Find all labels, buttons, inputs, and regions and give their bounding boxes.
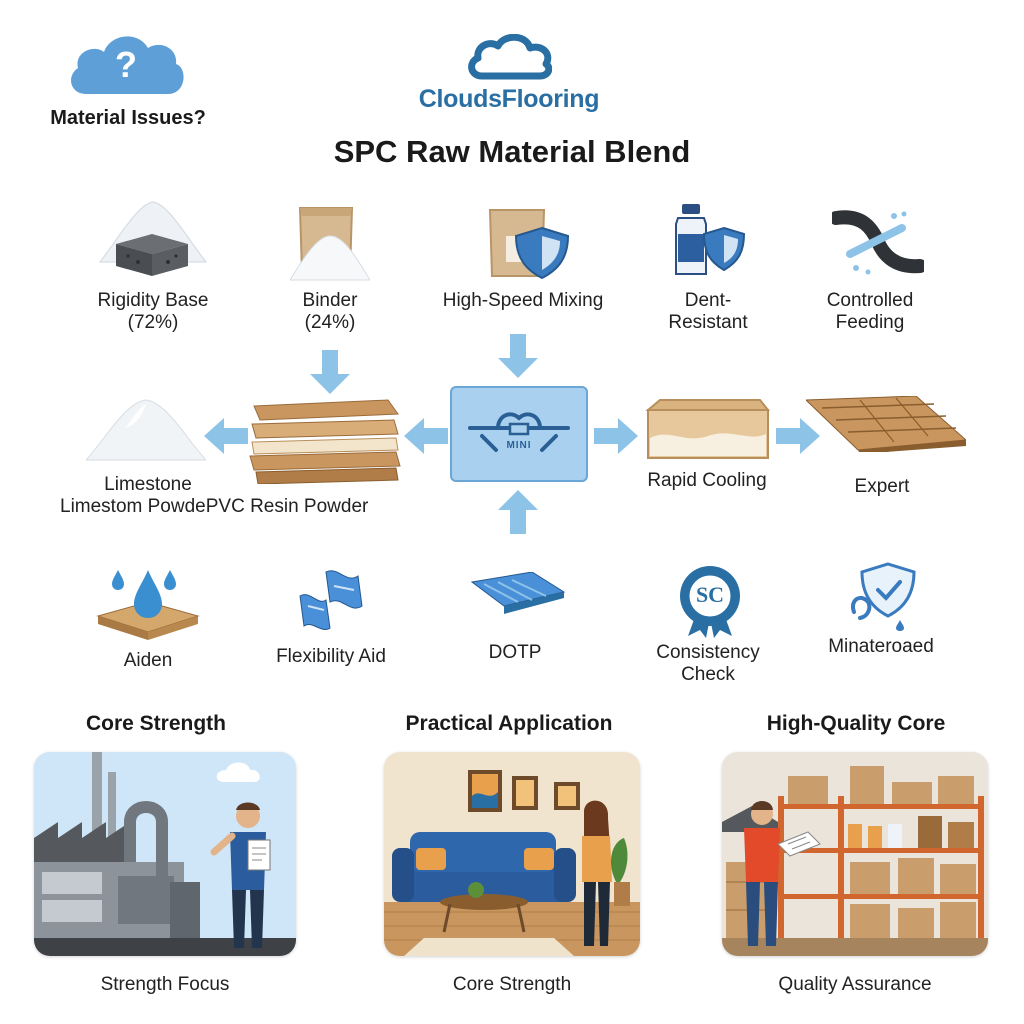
feeding-label-line2: Feeding [835,311,905,333]
consistency-check-label: Consistency Check [636,642,780,686]
consistency-check-label-line1: Consistency [656,642,760,663]
rigidity-base-label-line2: (72%) [127,311,179,333]
help-label[interactable]: Material Issues? [50,107,206,129]
feeding-pipe-icon [832,208,924,278]
limestone-powder-pile-icon [86,398,206,462]
page-title: SPC Raw Material Blend [333,134,691,169]
arrow-right-cooling [594,418,638,454]
arrow-up-mixer [498,490,538,534]
limestone-label-line1: Limestone [104,474,192,495]
rigidity-base-icon [98,200,208,280]
panel-heading-high-quality-core: High-Quality Core [766,712,946,735]
factory-illustration [34,752,296,956]
mixing-bag-shield-icon [486,206,572,280]
spc-layers-icon [248,398,402,484]
panel-caption-quality-assurance: Quality Assurance [778,974,932,995]
cooling-tray-icon [644,398,772,460]
shield-check-drop-icon [846,562,922,632]
cooling-label: Rapid Cooling [647,470,767,491]
panel-caption-strength-focus: Strength Focus [100,974,230,995]
consistency-check-badge-icon: SC [674,564,746,638]
binder-label: Binder (24%) [262,290,398,334]
mixer-machine[interactable]: MINI [450,386,588,482]
help-glyph: ? [115,44,137,85]
living-room-illustration [384,752,640,956]
flexibility-sheets-icon [296,566,366,638]
panel-caption-core-strength: Core Strength [452,974,572,995]
minateroaed-label: Minateroaed [828,636,934,657]
binder-label-line2: (24%) [304,311,356,333]
flexibility-aid-label: Flexibility Aid [276,646,386,667]
limestone-label: Limestone Limestom PowdePVC Resin Powder [60,474,410,518]
feeding-label-line1: Controlled [826,290,914,311]
brand-cloud-icon [466,34,552,80]
dent-resistant-label: Dent- Resistant [640,290,776,334]
panel-heading-core-strength: Core Strength [85,712,226,735]
consistency-badge-text: SC [695,582,725,607]
warehouse-illustration [722,752,988,956]
limestone-label-line2: Limestom PowdePVC Resin Powder [60,495,369,517]
panel-heading-practical-application: Practical Application [405,712,613,735]
binder-bag-icon [290,206,370,286]
arrow-down-binder [310,350,350,394]
export-label: Expert [854,476,910,497]
dotp-label: DOTP [488,642,542,663]
mixer-text: MINI [506,440,532,451]
export-planks-icon [806,396,966,452]
dent-resistant-bottle-shield-icon [672,204,748,278]
arrow-left-limestone [204,418,248,454]
arrow-right-export [776,418,820,454]
arrow-down-mixing [498,334,538,378]
arrow-left-layers [404,418,448,454]
rigidity-base-label: Rigidity Base (72%) [70,290,236,334]
help-cloud-icon[interactable]: ? [64,30,188,96]
aiden-label: Aiden [123,650,173,671]
feeding-label: Controlled Feeding [800,290,940,334]
dent-resistant-label-line2: Resistant [668,311,748,333]
consistency-check-label-line2: Check [681,663,735,685]
mixing-label: High-Speed Mixing [442,290,604,311]
dent-resistant-label-line1: Dent- [684,290,732,311]
water-drop-tile-icon [96,566,200,642]
dotp-sheet-icon [470,572,566,616]
brand-logo-text: CloudsFlooring [418,85,600,113]
binder-label-line1: Binder [302,290,358,311]
rigidity-base-label-line1: Rigidity Base [97,290,209,311]
